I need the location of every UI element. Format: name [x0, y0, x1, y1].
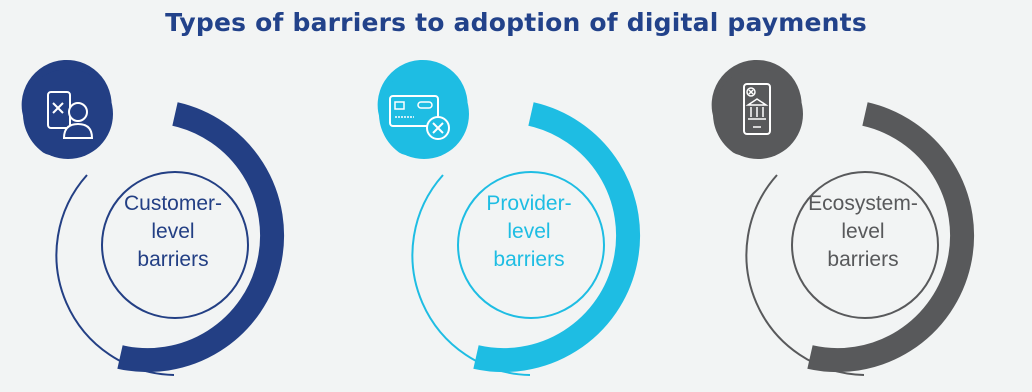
- ecosystem-level-ring: [711, 59, 975, 376]
- phone-bank-icon: [711, 59, 803, 159]
- customer-level-card: Customer- level barriers: [20, 59, 340, 392]
- label-line: level: [151, 220, 195, 243]
- label-line: Customer-: [123, 192, 223, 215]
- label-line: barriers: [137, 248, 209, 271]
- provider-level-ring: [377, 59, 641, 376]
- label-line: barriers: [493, 248, 565, 271]
- label-line: Provider-: [486, 192, 572, 215]
- label-line: barriers: [827, 248, 899, 271]
- label-line: Ecosystem-: [808, 192, 918, 215]
- label-line: level: [841, 220, 885, 243]
- customer-level-ring: [21, 59, 285, 376]
- page-title: Types of barriers to adoption of digital…: [165, 8, 867, 37]
- label-line: level: [507, 220, 551, 243]
- customer-level-label: Customer- level barriers: [115, 190, 231, 274]
- card-x-icon: [377, 59, 469, 159]
- provider-level-label: Provider- level barriers: [471, 190, 587, 274]
- provider-level-card: Provider- level barriers: [376, 59, 696, 392]
- ecosystem-level-label: Ecosystem- level barriers: [805, 190, 921, 274]
- ecosystem-level-card: Ecosystem- level barriers: [710, 59, 1030, 392]
- phone-x-person-icon: [21, 59, 113, 159]
